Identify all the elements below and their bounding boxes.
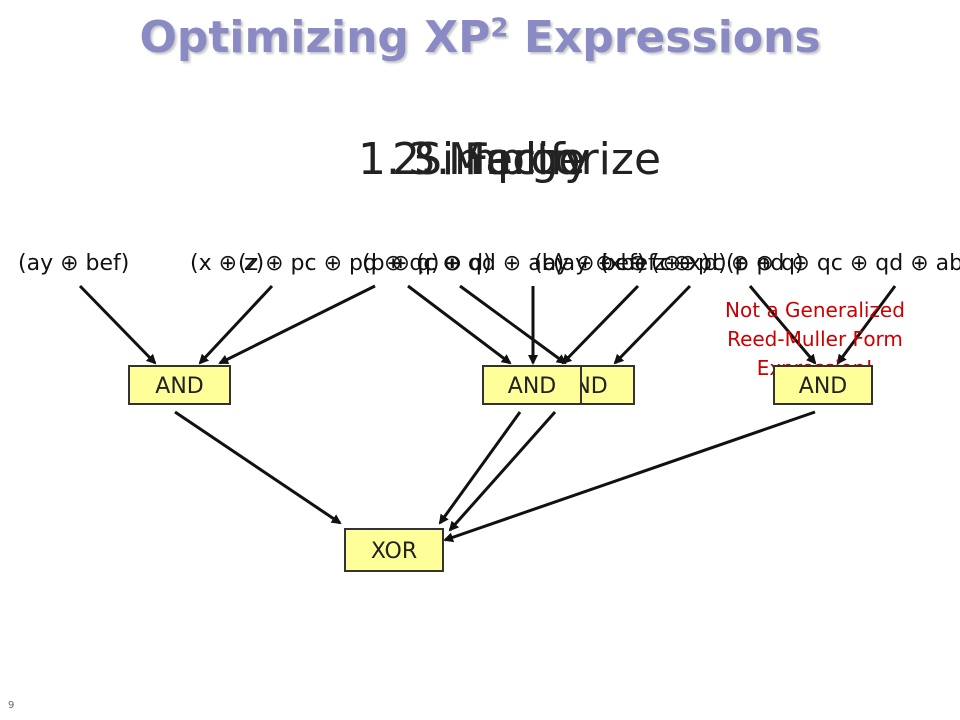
expression: (ay ⊕ bef): [18, 251, 130, 276]
wire: [613, 284, 692, 365]
expression: (ay ⊕ bef): [534, 251, 646, 276]
page-number: 9: [8, 700, 15, 711]
wire: [836, 285, 897, 365]
slide-title: Optimizing XP2 Expressions: [0, 12, 960, 63]
expression: (x ⊕ z): [190, 251, 265, 276]
wire: [174, 410, 342, 525]
xor-gate: XOR: [344, 528, 444, 572]
expression: (p ⊕ q): [726, 251, 804, 276]
title-suffix: Expressions: [508, 12, 821, 63]
step-label-merge: 2. Merge: [392, 134, 586, 185]
title-superscript: 2: [490, 13, 509, 44]
wire: [448, 411, 557, 532]
wire: [443, 410, 816, 543]
and-gate-middle: AND: [482, 365, 582, 405]
expression: (ay ⊕ bef ⊕ x): [553, 251, 710, 276]
step-label-factorize: 3. Factorize: [408, 134, 662, 185]
warning-note-line: Not a Generalized: [725, 298, 905, 322]
title-text: Optimizing XP: [139, 12, 491, 63]
wire: [459, 284, 567, 365]
and-gate-left: AND: [128, 365, 231, 405]
expression: (z ⊕ pc ⊕ pd ⊕ qc ⊕ qd ⊕ ab): [238, 251, 565, 276]
and-gate-right: AND: [773, 365, 873, 405]
expression: (c ⊕ d): [416, 251, 492, 276]
step-label-simplify: 1. Simplify: [358, 134, 591, 185]
wire: [407, 284, 512, 365]
expression: (x ⊕ z ⊕ pc ⊕ pd ⊕ qc ⊕ qd ⊕ ab): [600, 251, 960, 276]
wire: [218, 284, 376, 365]
wire: [78, 284, 157, 365]
wire: [748, 285, 817, 365]
wire: [198, 284, 274, 365]
warning-note-line: Reed-Muller Form: [727, 327, 903, 351]
wire: [438, 411, 522, 525]
expression: (p ⊕ q): [362, 251, 440, 276]
wire: [561, 284, 640, 365]
expression: (c ⊕ d): [651, 251, 727, 276]
